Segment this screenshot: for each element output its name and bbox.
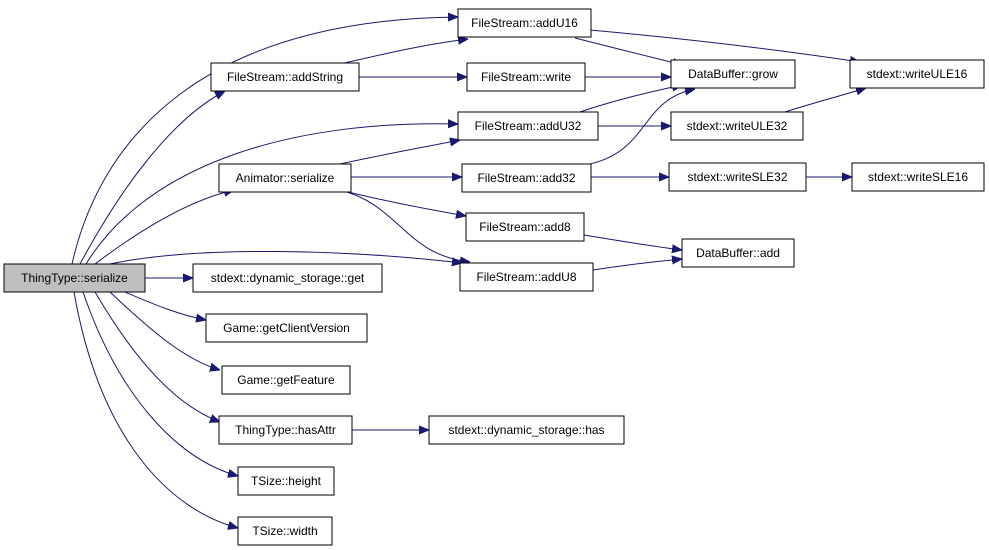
edge-addu8-add bbox=[592, 259, 682, 271]
node-game-getclientversion[interactable]: Game::getClientVersion bbox=[205, 313, 368, 343]
node-thingtype-hasattr[interactable]: ThingType::hasAttr bbox=[218, 415, 353, 445]
edge-serialize-addu8 bbox=[109, 250, 462, 264]
node-label: stdext::writeSLE16 bbox=[868, 170, 968, 184]
edge-animator-add8 bbox=[339, 189, 466, 216]
node-label: FileStream::write bbox=[481, 70, 571, 84]
edge-animator-addu8 bbox=[339, 189, 470, 262]
edge-serialize-addstring bbox=[79, 91, 225, 265]
node-databuffer-grow[interactable]: DataBuffer::grow bbox=[670, 59, 796, 89]
edge-add32-grow bbox=[589, 89, 695, 165]
node-label: stdext::writeULE32 bbox=[687, 119, 788, 133]
edge-add8-add bbox=[583, 234, 682, 250]
node-animator-serialize[interactable]: Animator::serialize bbox=[218, 163, 352, 193]
edge-addu16-grow bbox=[574, 37, 683, 65]
edge-animator-addu32 bbox=[339, 140, 460, 165]
node-label: ThingType::serialize bbox=[21, 271, 128, 285]
node-tsize-width[interactable]: TSize::width bbox=[237, 516, 333, 546]
nodes: ThingType::serialize FileStream::addStri… bbox=[3, 8, 985, 546]
node-databuffer-add[interactable]: DataBuffer::add bbox=[681, 238, 795, 268]
node-label: FileStream::addU32 bbox=[475, 119, 582, 133]
node-label: stdext::writeULE16 bbox=[867, 67, 968, 81]
node-dynamic-storage-has[interactable]: stdext::dynamic_storage::has bbox=[428, 415, 625, 445]
node-game-getfeature[interactable]: Game::getFeature bbox=[221, 365, 351, 395]
node-label: DataBuffer::grow bbox=[688, 67, 778, 81]
edge-serialize-height bbox=[82, 291, 238, 476]
node-filestream-add32[interactable]: FileStream::add32 bbox=[461, 163, 592, 193]
node-label: FileStream::addU8 bbox=[476, 270, 576, 284]
edge-serialize-getclientversion bbox=[124, 291, 206, 320]
node-label: FileStream::add8 bbox=[479, 220, 571, 234]
node-label: stdext::dynamic_storage::get bbox=[211, 271, 365, 285]
edge-serialize-addu32 bbox=[85, 124, 458, 265]
node-label: stdext::dynamic_storage::has bbox=[448, 423, 604, 437]
node-dynamic-storage-get[interactable]: stdext::dynamic_storage::get bbox=[192, 263, 383, 293]
node-label: FileStream::addString bbox=[227, 70, 343, 84]
node-filestream-add8[interactable]: FileStream::add8 bbox=[465, 212, 585, 242]
node-filestream-addu32[interactable]: FileStream::addU32 bbox=[457, 111, 599, 141]
node-label: TSize::height bbox=[251, 474, 322, 488]
node-thingtype-serialize[interactable]: ThingType::serialize bbox=[3, 263, 146, 293]
edge-serialize-getfeature bbox=[109, 291, 220, 370]
node-stdext-writesle32[interactable]: stdext::writeSLE32 bbox=[668, 162, 807, 192]
node-filestream-addstring[interactable]: FileStream::addString bbox=[210, 62, 360, 92]
edge-addstring-addu16 bbox=[339, 39, 468, 65]
edge-serialize-addu16 bbox=[71, 17, 458, 265]
node-label: FileStream::addU16 bbox=[471, 16, 578, 30]
node-label: FileStream::add32 bbox=[477, 171, 575, 185]
node-label: Animator::serialize bbox=[236, 171, 335, 185]
edges bbox=[71, 17, 866, 528]
node-label: Game::getFeature bbox=[237, 373, 335, 387]
node-label: stdext::writeSLE32 bbox=[687, 170, 787, 184]
node-filestream-addu8[interactable]: FileStream::addU8 bbox=[459, 262, 594, 292]
edge-writeule32-writeule16 bbox=[784, 88, 866, 113]
node-stdext-writeule32[interactable]: stdext::writeULE32 bbox=[670, 111, 804, 141]
edge-serialize-hasattr bbox=[94, 291, 220, 422]
node-label: DataBuffer::add bbox=[696, 246, 780, 260]
node-label: Game::getClientVersion bbox=[223, 321, 350, 335]
edge-addu32-grow bbox=[579, 85, 682, 113]
node-stdext-writeule16[interactable]: stdext::writeULE16 bbox=[849, 59, 985, 89]
edge-serialize-animator bbox=[94, 190, 234, 265]
node-label: TSize::width bbox=[252, 524, 317, 538]
node-label: ThingType::hasAttr bbox=[235, 423, 336, 437]
node-filestream-addu16[interactable]: FileStream::addU16 bbox=[457, 8, 592, 38]
node-filestream-write[interactable]: FileStream::write bbox=[466, 62, 586, 92]
node-stdext-writesle16[interactable]: stdext::writeSLE16 bbox=[851, 162, 985, 192]
node-tsize-height[interactable]: TSize::height bbox=[237, 466, 335, 496]
edge-addu16-writeule16 bbox=[589, 29, 860, 62]
edge-serialize-width bbox=[73, 291, 238, 528]
